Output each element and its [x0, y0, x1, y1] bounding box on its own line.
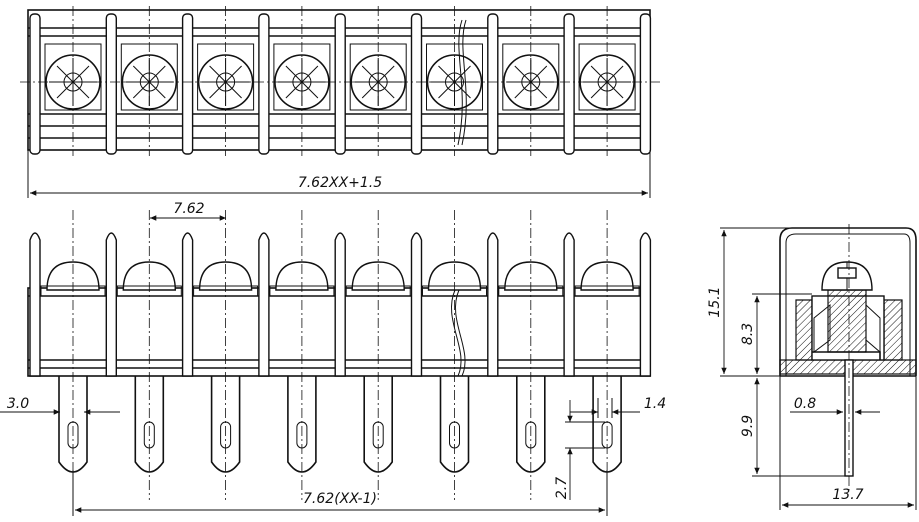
top-barrier — [258, 13, 270, 155]
pin — [516, 376, 546, 473]
top-barrier — [487, 13, 499, 155]
pin-slot — [372, 421, 384, 449]
front-barrier — [105, 232, 117, 377]
dim-pin-thickness-front: 1.4 — [644, 396, 666, 412]
pin-slot — [220, 421, 232, 449]
dim-pin-span: 7.62(XX-1) — [303, 491, 377, 507]
pin-slot — [67, 421, 79, 449]
top-barrier — [29, 13, 41, 155]
dim-total-length: 7.62XX+1.5 — [298, 175, 382, 191]
front-barrier — [181, 232, 194, 377]
front-screw-head — [427, 261, 482, 291]
top-barrier — [105, 13, 118, 155]
front-barrier — [487, 232, 499, 377]
top-barrier — [410, 13, 423, 155]
top-barrier — [181, 13, 194, 155]
pin-slot — [449, 421, 460, 449]
front-screw-head — [275, 261, 329, 291]
dim-slot-height: 2.7 — [554, 477, 570, 499]
dim-pin-width: 3.0 — [7, 396, 29, 412]
pin — [439, 376, 470, 473]
pin — [363, 376, 393, 473]
break-line — [457, 19, 463, 146]
pin — [134, 376, 165, 473]
front-screw-head — [504, 261, 558, 291]
front-barrier — [258, 232, 270, 377]
front-barrier — [29, 232, 41, 377]
front-barrier — [410, 232, 423, 377]
pin-slot — [525, 421, 537, 449]
top-barrier — [563, 13, 575, 155]
front-view: 7.62 3.0 1.4 2.7 7.62(XX-1) — [0, 201, 666, 516]
front-screw-head — [580, 261, 634, 291]
dim-body-height: 8.3 — [740, 323, 756, 345]
dim-pin-length: 9.9 — [740, 415, 756, 437]
front-barrier — [334, 232, 346, 377]
dim-pitch: 7.62 — [173, 201, 204, 217]
front-screw-head — [122, 261, 177, 291]
front-barrier — [563, 232, 575, 377]
front-barrier — [639, 232, 652, 377]
pin-slot — [296, 421, 308, 449]
front-screw-head — [46, 261, 100, 291]
side-view: 15.1 8.3 9.9 0.8 13.7 — [707, 224, 917, 510]
pin-slot — [601, 421, 613, 449]
dim-overall-height: 15.1 — [707, 286, 723, 317]
pin — [287, 376, 317, 473]
front-screw-head — [351, 261, 405, 291]
dim-depth: 13.7 — [832, 487, 863, 503]
break-line-front — [450, 289, 462, 377]
dim-pin-thickness: 0.8 — [794, 396, 816, 412]
front-screw-head — [198, 261, 253, 291]
top-barrier — [639, 13, 652, 155]
top-barrier — [334, 13, 346, 155]
top-view: 7.62XX+1.5 — [20, 6, 660, 198]
pin-slot — [143, 421, 155, 449]
pin — [210, 376, 241, 473]
